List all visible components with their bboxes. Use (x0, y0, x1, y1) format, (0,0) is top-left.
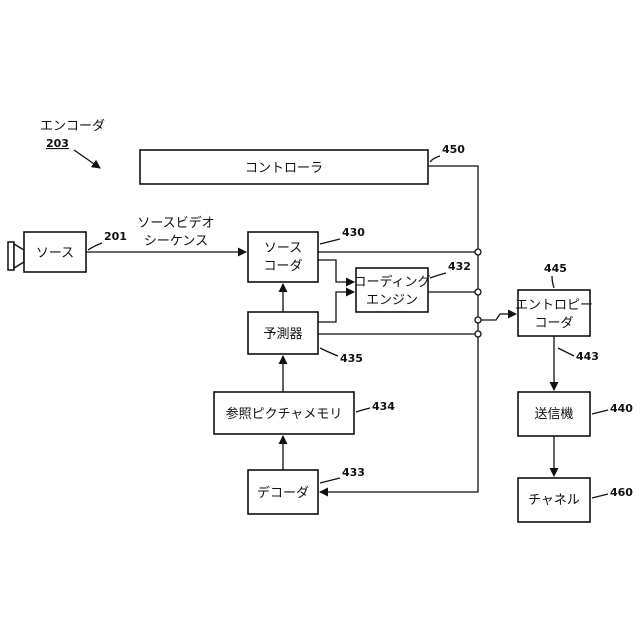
bus-junction-coder (475, 249, 481, 255)
bus-to-entropy-arrow (481, 314, 516, 320)
source-video-label-line1: ソースビデオ (137, 215, 214, 231)
encoder-pointer-arrow (74, 150, 100, 168)
entropy-coder-ref: 445 (544, 262, 567, 275)
controller-label: コントローラ (245, 161, 323, 176)
link-443-ref: 443 (576, 350, 599, 363)
camera-icon (8, 242, 24, 270)
control-bus (320, 166, 478, 492)
bus-junction-predictor (475, 331, 481, 337)
decoder-label: デコーダ (257, 485, 309, 501)
ref-picture-memory-label: 参照ピクチャメモリ (226, 406, 343, 422)
encoder-title: エンコーダ (40, 119, 105, 134)
transmitter-ref: 440 (610, 402, 633, 415)
encoder-ref: 203 (46, 137, 69, 150)
source-ref-leader (88, 243, 102, 250)
predictor-label: 予測器 (263, 327, 302, 342)
coder-to-engine-arrow (318, 260, 354, 282)
channel-label: チャネル (528, 493, 580, 508)
ref-picture-memory-ref: 434 (372, 400, 395, 413)
coding-engine-ref-leader (430, 273, 446, 278)
channel-ref-leader (592, 494, 608, 498)
controller-ref: 450 (442, 143, 465, 156)
source-coder-box (248, 232, 318, 282)
coding-engine-ref: 432 (448, 260, 471, 273)
source-label: ソース (36, 246, 74, 261)
coding-engine-label-line1: コーディング (353, 274, 430, 290)
controller-ref-leader (430, 156, 440, 162)
coding-engine-label-line2: エンジン (366, 293, 418, 308)
source-video-label-line2: シーケンス (144, 234, 208, 249)
bus-junction-entropy (475, 317, 481, 323)
entropy-coder-ref-leader (552, 276, 554, 288)
predictor-ref-leader (320, 348, 338, 356)
source-ref: 201 (104, 230, 127, 243)
transmitter-ref-leader (592, 410, 608, 414)
predictor-ref: 435 (340, 352, 363, 365)
source-coder-ref: 430 (342, 226, 365, 239)
source-coder-ref-leader (320, 239, 340, 244)
bus-junction-engine (475, 289, 481, 295)
decoder-ref-leader (320, 478, 340, 483)
entropy-coder-label-line2: コーダ (534, 316, 573, 331)
entropy-coder-label-line1: エントロピー (515, 298, 593, 313)
decoder-ref: 433 (342, 466, 365, 479)
ref-picture-memory-ref-leader (356, 408, 370, 412)
source-coder-label-line2: コーダ (263, 259, 302, 274)
link-443-ref-leader (558, 348, 574, 356)
transmitter-label: 送信機 (534, 407, 573, 422)
predictor-to-engine-arrow (318, 292, 354, 322)
channel-ref: 460 (610, 486, 633, 499)
source-coder-label-line1: ソース (264, 241, 302, 256)
